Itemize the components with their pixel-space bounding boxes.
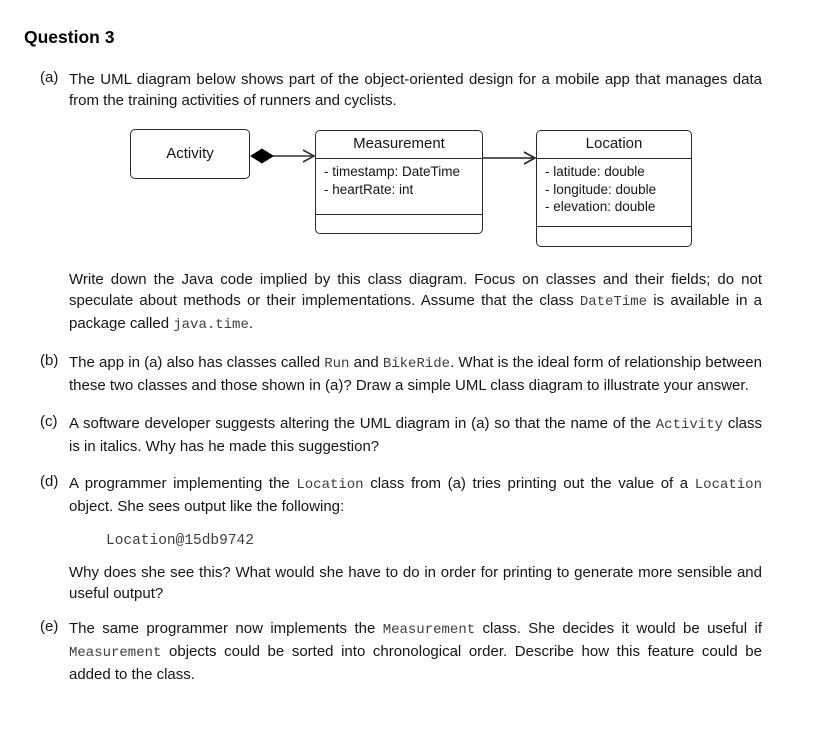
uml-class-measurement-fields: - timestamp: DateTime - heartRate: int (316, 159, 482, 215)
arrowhead-to-location-icon (523, 151, 537, 165)
text-run: The UML diagram below shows part of the … (69, 71, 762, 109)
part-b: (b) The app in (a) also has classes call… (40, 352, 762, 396)
text-run: Why does she see this? What would she ha… (69, 564, 762, 602)
part-a-label: (a) (40, 69, 59, 86)
uml-field: - elevation: double (545, 199, 656, 214)
part-c: (c) A software developer suggests alteri… (40, 413, 762, 457)
uml-field: - longitude: double (545, 181, 657, 197)
text-run: class is in italics. Why has he made thi… (69, 415, 762, 455)
part-b-label: (b) (40, 352, 59, 369)
part-b-text: The app in (a) also has classes called R… (69, 352, 762, 396)
part-c-label: (c) (40, 413, 58, 430)
text-run: class. She decides it would be useful if (475, 620, 762, 637)
part-d-label: (d) (40, 473, 59, 490)
inline-code: BikeRide (382, 356, 451, 372)
part-a-task: Write down the Java code implied by this… (69, 269, 762, 336)
text-run: The app in (a) also has classes called (69, 354, 325, 371)
text-run: is available in a package called (69, 292, 762, 332)
part-a: (a) The UML diagram below shows part of … (40, 69, 762, 336)
text-run: A programmer implementing the (69, 475, 297, 492)
uml-class-activity-name: Activity (166, 144, 214, 162)
arrowhead-to-measurement-icon (302, 149, 316, 163)
uml-empty-compartment (537, 227, 691, 246)
text-run: . (248, 315, 254, 332)
text-run: A software developer suggests altering t… (69, 415, 656, 432)
inline-code: DateTime (579, 294, 648, 310)
part-d-question: Why does she see this? What would she ha… (69, 562, 762, 604)
uml-field: - timestamp: DateTime (324, 164, 461, 179)
text-run: class from (a) tries printing out the va… (363, 475, 695, 492)
text-run: . What is the ideal form of relationship… (69, 354, 762, 394)
uml-class-location: Location - latitude: double - longitude:… (536, 130, 692, 247)
inline-code: Measurement (382, 622, 476, 638)
uml-class-location-fields: - latitude: double - longitude: double -… (537, 159, 691, 227)
part-d: (d) A programmer implementing the Locati… (40, 473, 762, 604)
part-d-text: A programmer implementing the Location c… (69, 473, 762, 517)
uml-empty-compartment (316, 215, 482, 233)
part-e-text: The same programmer now implements the M… (69, 618, 762, 685)
inline-code: Location (694, 477, 762, 493)
text-run: The same programmer now implements the (69, 620, 383, 637)
uml-class-location-name: Location (537, 131, 691, 159)
uml-class-activity: Activity (130, 129, 250, 179)
uml-class-measurement-name: Measurement (316, 131, 482, 159)
inline-code: Measurement (69, 645, 162, 661)
part-c-text: A software developer suggests altering t… (69, 413, 762, 457)
inline-code: Activity (655, 417, 723, 433)
part-a-intro: The UML diagram below shows part of the … (69, 69, 762, 111)
console-output: Location@15db9742 (106, 533, 254, 549)
part-e: (e) The same programmer now implements t… (40, 618, 762, 685)
uml-connectors (250, 148, 537, 165)
inline-code: Run (324, 356, 350, 372)
uml-class-diagram: Activity Measurement - timestamp: DateTi… (130, 129, 696, 250)
text-run: objects could be sorted into chronologic… (69, 643, 762, 683)
question-page: Question 3 (a) The UML diagram below sho… (0, 27, 816, 685)
inline-code: Location (296, 477, 364, 493)
text-run: object. She sees output like the followi… (69, 498, 345, 515)
inline-code: java.time (173, 317, 249, 333)
uml-field: - latitude: double (545, 164, 645, 179)
text-run: and (349, 354, 383, 371)
part-e-label: (e) (40, 618, 59, 635)
page-title: Question 3 (24, 27, 115, 47)
composition-diamond-icon (250, 148, 274, 164)
uml-class-measurement: Measurement - timestamp: DateTime - hear… (315, 130, 483, 234)
uml-field: - heartRate: int (324, 181, 414, 197)
text-run: Write down the Java code implied by this… (69, 271, 762, 309)
